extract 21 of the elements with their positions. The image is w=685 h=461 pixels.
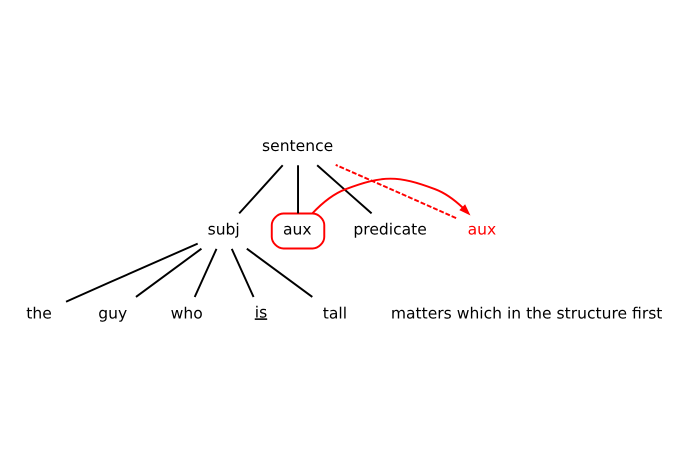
- connector: [335, 164, 457, 218]
- connector: [246, 247, 313, 298]
- connector: [297, 164, 299, 213]
- connector: [194, 248, 218, 297]
- connector: [316, 164, 372, 214]
- node-text: is: [254, 302, 268, 321]
- connector: [230, 248, 254, 297]
- node-text: subj: [208, 220, 240, 238]
- node-text: tall: [322, 304, 348, 322]
- node-text: predicate: [353, 220, 427, 238]
- node-text: the: [26, 304, 52, 322]
- node-text: sentence: [262, 136, 334, 155]
- connector: [135, 247, 202, 298]
- node-box: aux: [270, 212, 326, 249]
- arrow: [312, 177, 470, 215]
- connector: [238, 164, 284, 214]
- connector: [66, 242, 198, 302]
- label: matters which in the structure first: [390, 304, 662, 322]
- node-text: guy: [98, 304, 128, 322]
- node-text: aux: [468, 220, 496, 238]
- node-text: who: [170, 304, 203, 322]
